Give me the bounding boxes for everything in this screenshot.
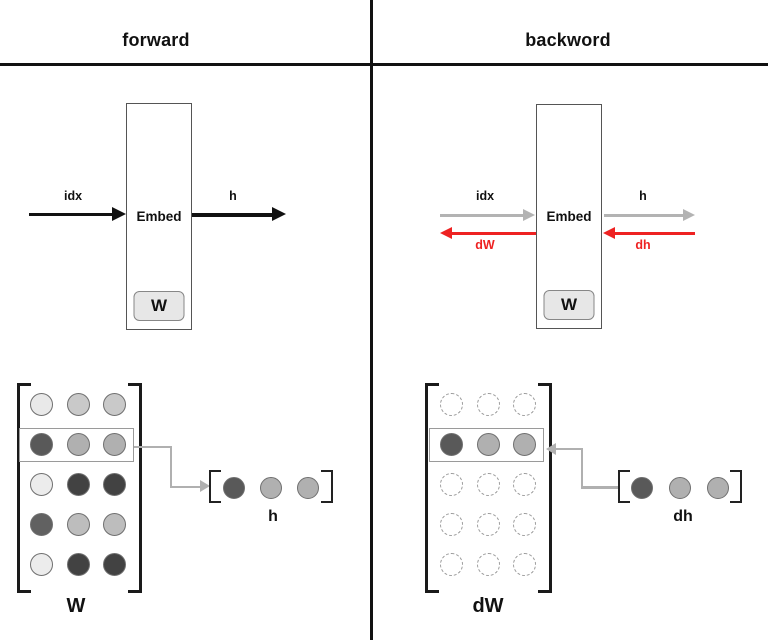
dh-to-dW-arrowhead-icon (546, 442, 556, 455)
backward-dW-label: dW (475, 238, 495, 252)
matrix-cell (66, 473, 90, 496)
backward-embed-label: Embed (546, 209, 592, 224)
matrix-cell-empty (476, 473, 500, 496)
matrix-cell-empty (476, 513, 500, 536)
matrix-cell-empty (513, 393, 536, 416)
matrix-cell (66, 513, 90, 536)
forward-embed-box: Embed W (126, 103, 192, 330)
matrix-cell (669, 477, 691, 499)
matrix-cell-empty (440, 553, 463, 576)
matrix-cell (260, 477, 282, 499)
dW-matrix-left-bracket (425, 383, 439, 593)
dh-to-dW-connector-seg (580, 486, 619, 489)
forward-embed-label: Embed (136, 209, 182, 224)
backward-embed-box: Embed W (536, 104, 602, 329)
matrix-cell (103, 553, 126, 576)
panel-divider-line (370, 0, 373, 640)
backward-dh-arrow (614, 231, 695, 235)
W-to-h-connector-seg (169, 445, 172, 488)
backward-dW-arrow (451, 231, 536, 235)
matrix-cell-empty (476, 553, 500, 576)
dW-matrix-row-highlight (429, 428, 544, 462)
backward-dh-label: dh (635, 238, 651, 252)
W-matrix-right-bracket (128, 383, 142, 593)
matrix-cell (297, 477, 319, 499)
matrix-cell (103, 433, 126, 456)
forward-h-arrow (192, 213, 273, 217)
backward-idx-arrowhead-icon (523, 208, 535, 221)
W-matrix-label: W (66, 595, 86, 617)
matrix-cell (476, 433, 500, 456)
forward-h-label: h (229, 189, 237, 203)
backward-h-arrow (604, 213, 684, 217)
matrix-cell-empty (440, 513, 463, 536)
matrix-cell (440, 433, 463, 456)
matrix-cell (30, 433, 53, 456)
matrix-cell-empty (440, 473, 463, 496)
backward-idx-arrow (440, 213, 524, 217)
W-to-h-connector-seg (134, 445, 172, 448)
matrix-cell-empty (513, 513, 536, 536)
matrix-cell-empty (440, 393, 463, 416)
matrix-cell-empty (513, 473, 536, 496)
dh-vector-left-bracket (618, 470, 630, 503)
matrix-cell (103, 393, 126, 416)
dh-vector-right-bracket (730, 470, 742, 503)
W-to-h-arrowhead-icon (200, 480, 210, 492)
backward-dW-arrowhead-icon (440, 226, 452, 239)
matrix-cell (707, 477, 729, 499)
matrix-cell (66, 433, 90, 456)
h-vector-left-bracket (209, 470, 221, 503)
W-matrix-cells (30, 393, 126, 576)
matrix-cell-empty (476, 393, 500, 416)
W-matrix-row-highlight (19, 428, 134, 462)
forward-idx-label: idx (63, 189, 83, 203)
backward-h-label: h (639, 189, 647, 203)
matrix-cell (513, 433, 536, 456)
backward-dh-arrowhead-icon (603, 226, 615, 239)
backward-h-arrowhead-icon (683, 208, 695, 221)
forward-h-arrowhead-icon (272, 207, 286, 221)
dh-to-dW-connector-seg (555, 447, 583, 450)
forward-weight-chip: W (133, 291, 185, 321)
h-vector-right-bracket (321, 470, 333, 503)
dW-matrix-right-bracket (538, 383, 552, 593)
matrix-cell-empty (513, 553, 536, 576)
backward-idx-label: idx (475, 189, 495, 203)
dh-vector-label: dh (673, 508, 693, 525)
dh-to-dW-connector-seg (580, 447, 583, 489)
W-to-h-connector-seg (169, 485, 201, 488)
W-matrix-left-bracket (17, 383, 31, 593)
matrix-cell (30, 393, 53, 416)
dW-matrix-cells (440, 393, 536, 576)
matrix-cell (631, 477, 653, 499)
h-vector-label: h (268, 508, 278, 525)
forward-panel-title: forward (122, 30, 190, 50)
backward-weight-chip: W (543, 290, 595, 320)
matrix-cell (30, 513, 53, 536)
h-vector-cells (223, 477, 319, 499)
forward-idx-arrow (29, 212, 113, 216)
matrix-cell (30, 553, 53, 576)
matrix-cell (30, 473, 53, 496)
matrix-cell (66, 553, 90, 576)
forward-idx-arrowhead-icon (112, 206, 126, 221)
header-divider-line (0, 63, 768, 66)
dh-vector-cells (631, 477, 729, 499)
backward-panel-title: backword (525, 30, 611, 50)
matrix-cell (103, 473, 126, 496)
matrix-cell (66, 393, 90, 416)
matrix-cell (223, 477, 245, 499)
matrix-cell (103, 513, 126, 536)
dW-matrix-label: dW (472, 595, 504, 617)
